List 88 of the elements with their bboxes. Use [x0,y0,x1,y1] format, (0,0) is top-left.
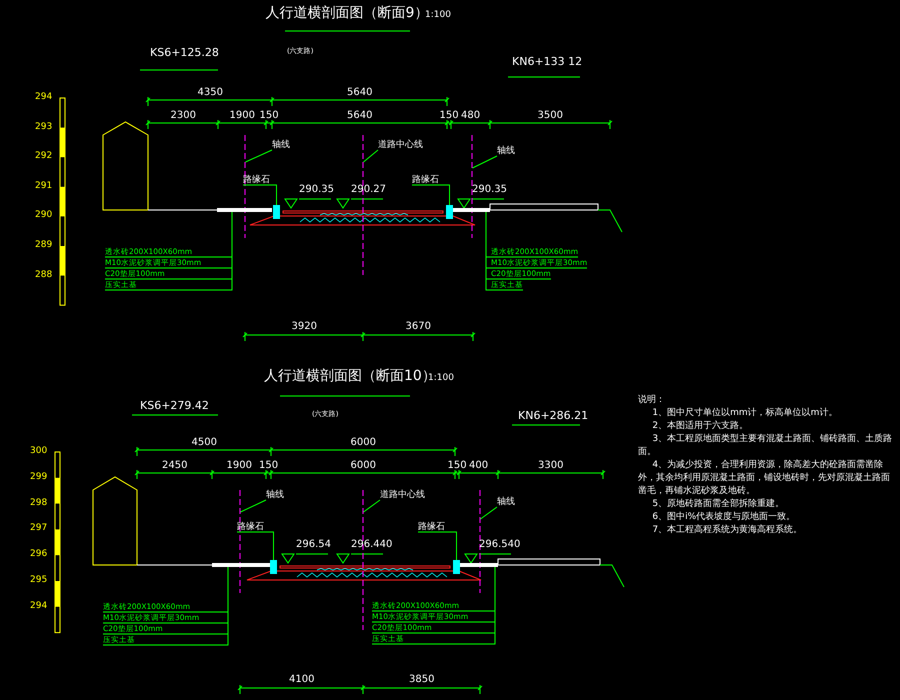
elevation-scale-number: 294 [35,92,52,102]
curb-label: 路缘石 [412,175,439,186]
curb-stone [270,560,277,574]
elevation-scale-number: 299 [30,472,48,482]
elevation-scale-number: 300 [30,446,48,456]
dimension-text: 150 [259,460,278,472]
sidewalk-slab [217,208,272,212]
leader-line [363,150,378,162]
axis-label: 轴线 [266,490,284,500]
dimension-text: 4100 [289,674,314,686]
dimension-text: 150 [448,460,467,472]
dimension-text: 3500 [538,110,563,122]
dimension-text: 4350 [198,87,223,98]
leader-line [480,506,498,520]
note-text: 3、本工程原地面类型主要有混凝土路面、铺砖路面、土质路面。 [638,433,894,459]
curb-stone [273,205,280,219]
note-heading: 说明： [638,394,666,407]
elevation-scale-number: 298 [30,498,48,508]
leader-line [245,150,272,162]
elevation-scale-number: 295 [30,575,48,586]
dimension-text: 2300 [170,110,196,122]
leader-line [472,156,498,168]
elevation-scale-number: 293 [35,122,52,132]
axis-label: 轴线 [497,497,515,508]
leader-line [486,212,524,290]
elevation-value: 290.35 [472,184,507,196]
leader-line [363,500,380,512]
elevation-value: 296.54 [296,539,331,550]
station-label: KN6+133 12 [512,56,582,69]
dimension-text: 1900 [230,110,255,122]
elevation-value: 290.27 [351,184,386,196]
station-label: KN6+286.21 [518,410,588,423]
dimension-text: 5640 [347,87,372,98]
note-text: 2、本图适用于六支路。 [651,420,750,433]
axis-label: 轴线 [497,146,515,156]
note-text: 5、原地砖路面需全部拆除重建。 [651,498,786,511]
dimension-text: 4500 [192,437,217,448]
centerline-label: 道路中心线 [380,490,425,500]
centerline-label: 道路中心线 [378,140,423,150]
elevation-value: 290.35 [299,184,334,196]
dimension-text: 3920 [292,321,317,332]
elevation-scale-number: 292 [35,151,52,162]
station-label: KS6+279.42 [140,400,209,413]
axis-label: 轴线 [272,140,290,150]
elevation-scale-number: 290 [35,210,52,221]
dimension-text: 6000 [350,460,376,472]
elevation-scale-number: 289 [35,240,52,250]
note-text: 7、本工程高程系统为黄海高程系统。 [651,524,804,537]
dimension-text: 5640 [347,110,372,122]
curb-stone [453,560,460,574]
scale-text: 1:100 [425,10,451,20]
elevation-scale-number: 288 [35,270,52,280]
dimension-text: 480 [461,110,480,122]
station-label: KS6+125.28 [150,47,219,60]
dimension-text: 1900 [226,460,252,472]
dimension-text: 3670 [406,321,431,332]
note-text: 1、图中尺寸单位以mm计，标高单位以m计。 [651,407,838,420]
dimension-text: 150 [260,110,279,122]
dimension-text: 6000 [350,437,376,448]
curb-label: 路缘石 [243,175,270,186]
elevation-scale-number: 297 [30,523,48,534]
dimension-text: 400 [469,460,488,472]
elevation-scale-number: 291 [35,180,52,192]
curb-stone [446,205,453,219]
curb-label: 路缘石 [237,522,264,532]
sidewalk-slab [460,563,498,567]
curb-label: 路缘石 [418,522,445,532]
leader-line [412,184,450,206]
elevation-scale-number: 296 [30,549,48,560]
scale-text: 1:100 [428,373,454,384]
elevation-value: 296.540 [479,539,520,550]
sidewalk-slab [212,563,270,567]
leader-line [242,184,277,206]
note-text: 6、图中i%代表坡度与原地面一致。 [651,511,796,524]
axis-line [244,134,246,238]
centerline [362,134,364,276]
elevation-scale-number: 294 [30,600,48,612]
dimension-text: 2450 [162,460,188,472]
leader-line [240,500,266,512]
sidewalk-slab [453,208,490,212]
dimension-text: 3850 [409,674,434,686]
dimension-text: 3300 [538,460,564,472]
centerline [362,490,364,630]
elevation-value: 296.440 [351,539,392,550]
leader-line [236,532,274,560]
note-text: 4、为减少投资，合理利用资源，除高差大的砼路面需凿除外，其余均利用原混凝土路面，铺设地砖时，先对原混凝土路面凿毛，再铺水泥砂浆及地砖。 [638,459,891,498]
dimension-text: 150 [440,110,459,122]
leader-line [418,532,457,560]
